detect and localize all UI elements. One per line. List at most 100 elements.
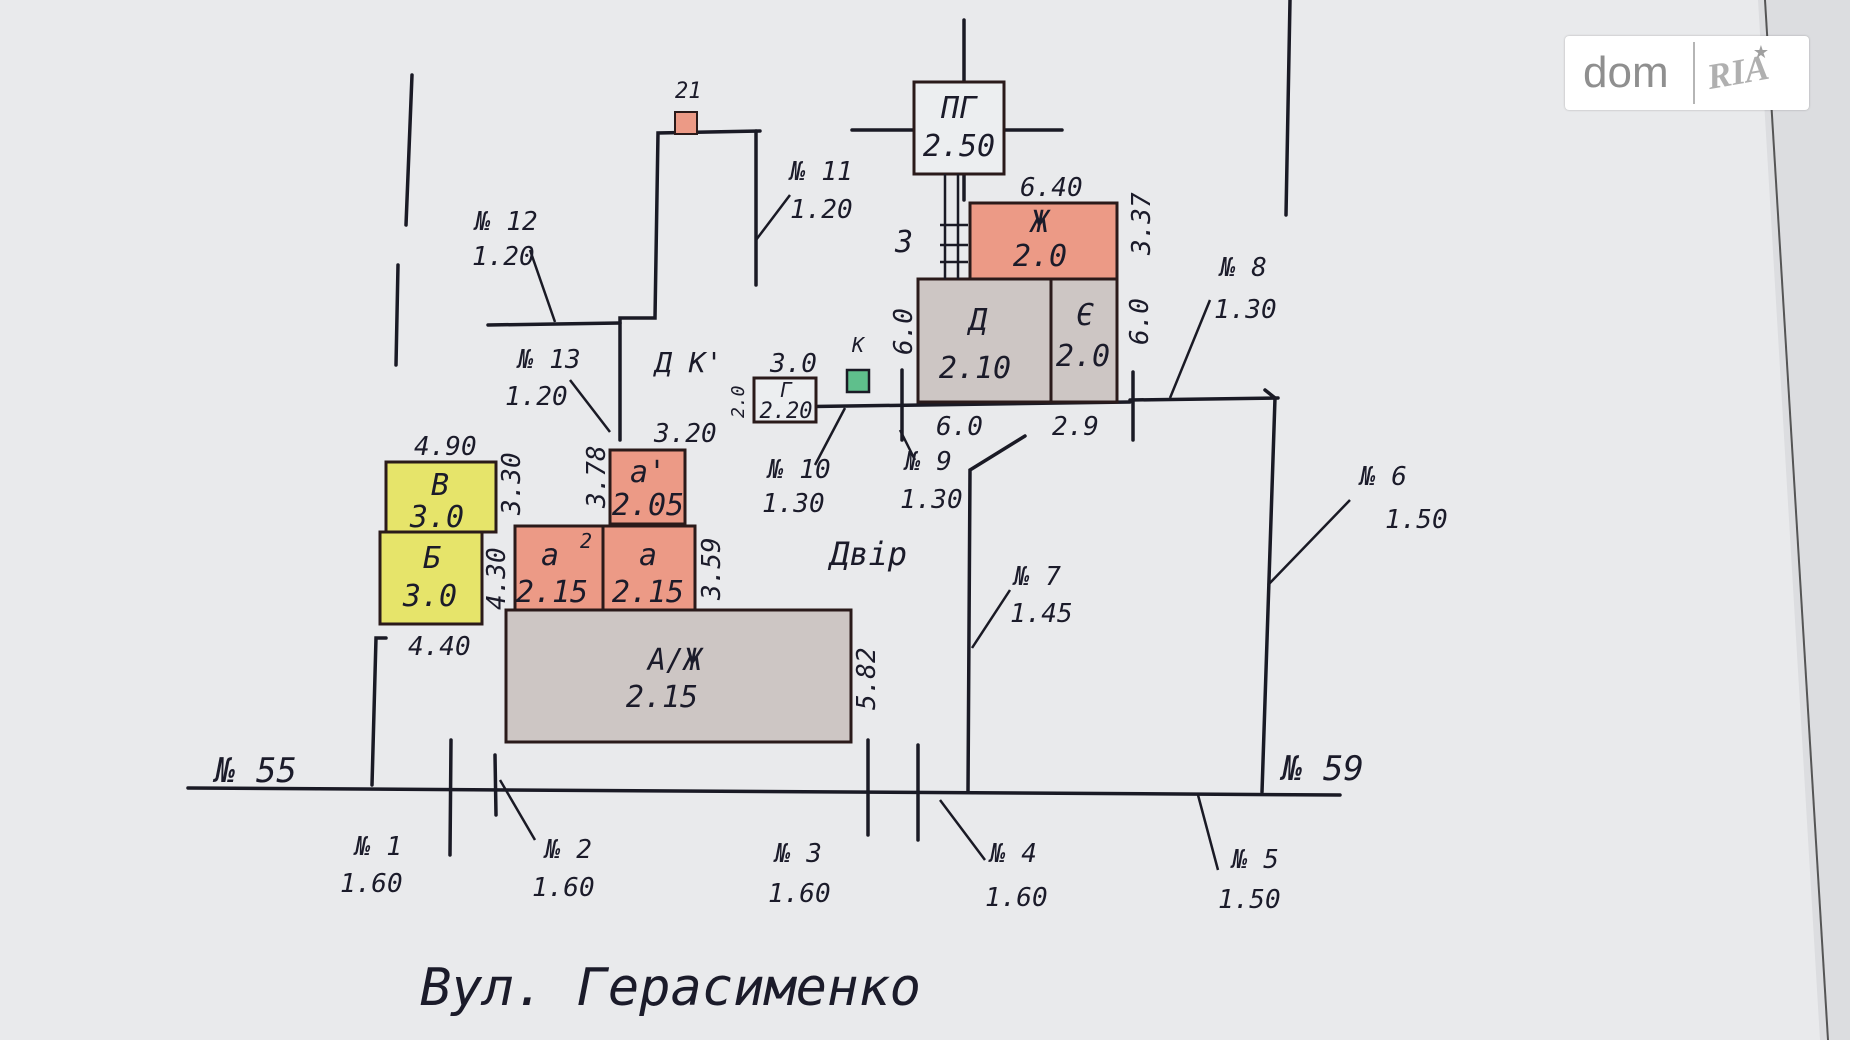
fence-n10-height: 1.30 — [762, 489, 825, 519]
leader-n5 — [1196, 794, 1220, 871]
margin-line-right — [1284, 0, 1292, 217]
dim-zh-width: 6.40 — [1020, 173, 1083, 203]
fence-6-line — [1260, 388, 1277, 794]
a-prime-height: 2.05 — [612, 488, 684, 523]
building-a-right — [601, 524, 697, 612]
structure-21 — [674, 111, 698, 135]
fence-n12-height: 1.20 — [472, 242, 535, 272]
fence-n7-height: 1.45 — [1010, 599, 1073, 629]
building-labels: ПГ 2.50 Ж 2.0 Д 2.10 Є 2.0 Г 2.20 В 3.0 … — [402, 91, 1110, 715]
leader-n12 — [528, 249, 557, 323]
neighbor-left: № 55 — [212, 751, 297, 791]
fence-n3-height: 1.60 — [768, 879, 831, 909]
dimension-labels: 6.40 3.37 6.0 6.0 6.0 2.9 3.0 2.0 4.90 3… — [408, 173, 1157, 710]
fence-n1-label: № 1 — [353, 832, 402, 862]
leader-n13 — [569, 379, 611, 433]
e-height: 2.0 — [1056, 339, 1110, 374]
fence-n4-height: 1.60 — [985, 883, 1048, 913]
dim-a1-depth: 3.78 — [582, 445, 612, 509]
building-main — [504, 608, 853, 744]
kitchen-yard-label: Д К' — [653, 346, 722, 379]
fence-n6-height: 1.50 — [1385, 505, 1448, 535]
fence-n4-label: № 4 — [988, 839, 1037, 869]
fence-n2-height: 1.60 — [532, 873, 595, 903]
building-b — [378, 530, 484, 626]
leader-n9 — [898, 429, 917, 461]
dim-small-2: 2 — [580, 529, 592, 553]
leader-n2 — [498, 779, 537, 841]
dim-e-width: 2.9 — [1052, 412, 1099, 442]
main-height: 2.15 — [626, 680, 698, 715]
well-k — [845, 368, 871, 394]
fence-labels: № 1 1.60 № 2 1.60 № 3 1.60 № 4 1.60 № 5 … — [340, 157, 1448, 915]
left-boundary — [370, 636, 388, 787]
pg-letter: ПГ — [940, 91, 978, 126]
b-height: 3.0 — [402, 579, 457, 614]
fence-n5-label: № 5 — [1230, 845, 1279, 875]
dim-b-depth: 4.30 — [482, 547, 512, 610]
stairs — [940, 174, 968, 279]
v-letter: В — [431, 468, 449, 503]
d-height: 2.10 — [939, 351, 1011, 386]
dim-d-width: 6.0 — [936, 412, 983, 442]
fence-n6-label: № 6 — [1358, 462, 1407, 492]
a-left-letter: а — [541, 538, 559, 573]
dim-a1-width: 3.20 — [653, 419, 717, 449]
fence-n13-label: № 13 — [516, 345, 581, 375]
dim-main-depth: 5.82 — [852, 647, 882, 710]
paper-edge — [1758, 0, 1850, 1040]
leader-n10 — [813, 407, 847, 466]
margin-line-left-bottom — [394, 263, 400, 367]
zh-height: 2.0 — [1013, 239, 1067, 274]
fence-n9-height: 1.30 — [900, 485, 963, 515]
dim-v-width: 4.90 — [414, 432, 477, 462]
fence-n11-height: 1.20 — [790, 195, 853, 225]
g-letter: Г — [780, 378, 793, 402]
paper-edge-line — [1764, 0, 1829, 1040]
star-icon: ★ — [1752, 42, 1769, 63]
fence-n13-height: 1.20 — [505, 382, 568, 412]
yard-label: Двір — [827, 535, 907, 573]
marker-3: 3 — [894, 225, 913, 260]
domria-watermark: dom RIA ★ — [1565, 36, 1809, 110]
fence-n8-label: № 8 — [1218, 253, 1267, 283]
fence-n11-label: № 11 — [788, 157, 853, 187]
d-letter: Д — [966, 303, 988, 338]
e-letter: Є — [1076, 298, 1094, 333]
building-v — [384, 460, 498, 534]
fence-8-line — [1128, 396, 1280, 402]
building-g — [752, 376, 818, 424]
margin-line-left-top — [404, 73, 414, 227]
gate-post-2 — [493, 753, 498, 817]
fence-n12-label: № 12 — [473, 207, 538, 237]
fence-n3-label: № 3 — [773, 839, 822, 869]
leader-n4 — [939, 799, 986, 861]
leader-lines — [498, 194, 1351, 871]
neighbor-right: № 59 — [1279, 749, 1364, 789]
marker-21: 21 — [675, 79, 702, 104]
building-a-prime — [608, 448, 687, 526]
b-letter: Б — [423, 541, 441, 576]
leader-n11 — [755, 194, 791, 241]
dim-zh-depth: 3.37 — [1127, 192, 1157, 256]
fence-n8-height: 1.30 — [1214, 295, 1277, 325]
fence-n10-label: № 10 — [766, 455, 831, 485]
fence-n1-height: 1.60 — [340, 869, 403, 899]
leader-n7 — [970, 589, 1012, 649]
v-height: 3.0 — [409, 500, 464, 535]
a-right-height: 2.15 — [612, 575, 684, 610]
leader-n6 — [1267, 499, 1351, 586]
a-right-letter: а — [639, 538, 657, 573]
fence-12-line — [486, 321, 622, 327]
misc-labels: № 55 № 59 Двір Д К' 3 21 К Вул. Герасиме… — [212, 79, 1364, 1018]
fence-n2-label: № 2 — [543, 835, 592, 865]
marker-k: К — [851, 333, 866, 357]
leader-n8 — [1168, 299, 1212, 399]
dim-e-depth: 6.0 — [1125, 298, 1155, 345]
dim-d-depth: 6.0 — [889, 308, 919, 355]
buildings — [378, 80, 1119, 744]
fence-7-line — [966, 434, 1027, 794]
dim-b-width: 4.40 — [408, 632, 471, 662]
dim-g-depth: 2.0 — [728, 385, 749, 418]
